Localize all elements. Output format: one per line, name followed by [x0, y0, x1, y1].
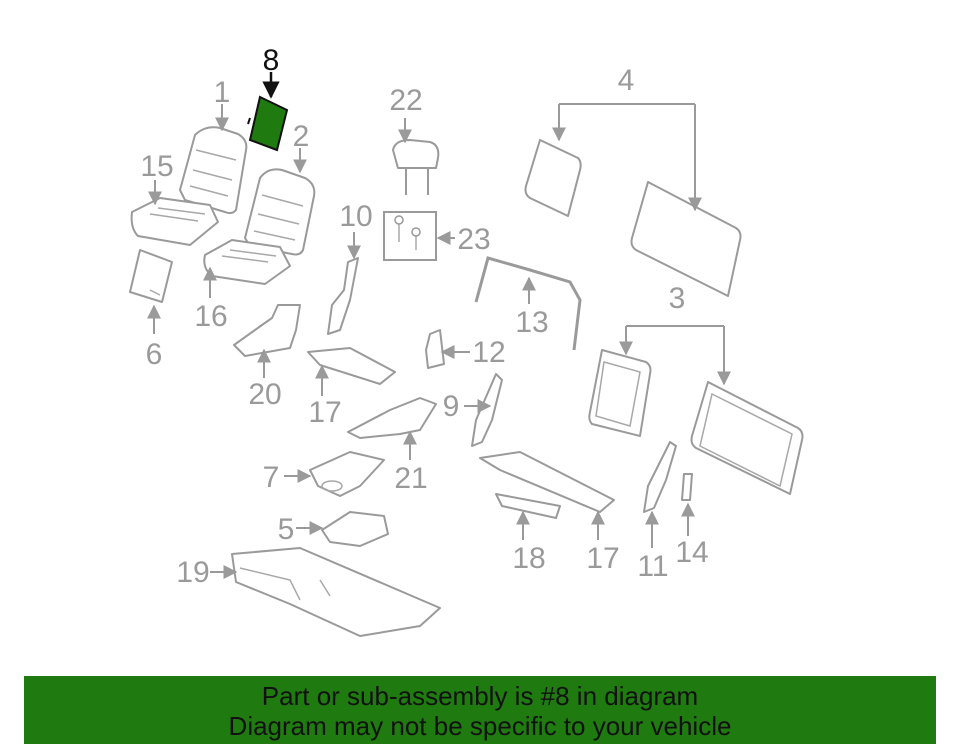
part-9-hinge[interactable] — [471, 373, 503, 447]
callout-22[interactable]: 22 — [389, 84, 422, 117]
part-8-panel[interactable] — [247, 95, 289, 152]
callout-9[interactable]: 9 — [443, 390, 460, 423]
callout-8[interactable]: 8 — [263, 44, 280, 77]
parts-diagram: 8 1 2 15 16 6 22 23 10 4 13 20 17 12 21 … — [129, 44, 804, 637]
info-banner: Part or sub-assembly is #8 in diagram Di… — [24, 676, 936, 744]
callout-4[interactable]: 4 — [618, 64, 635, 97]
part-7-cupholder[interactable] — [309, 451, 385, 497]
part-21-bracket[interactable] — [347, 397, 437, 439]
part-13-wire[interactable] — [474, 256, 582, 351]
part-22-headrest[interactable] — [392, 139, 440, 195]
part-17-rail-left[interactable] — [307, 347, 396, 385]
callout-23[interactable]: 23 — [457, 223, 490, 256]
leader-lines — [147, 72, 731, 579]
part-6-panel[interactable] — [129, 249, 173, 303]
callout-20[interactable]: 20 — [248, 378, 281, 411]
banner-line-2: Diagram may not be specific to your vehi… — [228, 711, 732, 741]
part-14-bracket[interactable] — [681, 473, 693, 501]
part-1-seat-back[interactable] — [179, 126, 248, 215]
part-15-cushion[interactable] — [130, 197, 219, 246]
callout-7[interactable]: 7 — [263, 461, 280, 494]
callout-17-right[interactable]: 17 — [586, 542, 619, 575]
callout-16[interactable]: 16 — [194, 300, 227, 333]
callout-18[interactable]: 18 — [512, 542, 545, 575]
part-17-rail-right[interactable] — [479, 451, 615, 513]
callout-5[interactable]: 5 — [278, 513, 295, 546]
part-18-trim[interactable] — [495, 493, 561, 519]
part-16-cushion[interactable] — [203, 239, 291, 285]
callout-15[interactable]: 15 — [140, 150, 173, 183]
callout-21[interactable]: 21 — [394, 462, 427, 495]
part-3-frames[interactable] — [588, 349, 804, 495]
part-5-tray[interactable] — [321, 511, 389, 547]
part-12-clip[interactable] — [425, 329, 445, 369]
callout-6[interactable]: 6 — [146, 338, 163, 371]
callout-12[interactable]: 12 — [472, 336, 505, 369]
part-4-back-panels[interactable] — [524, 139, 742, 297]
callout-1[interactable]: 1 — [214, 76, 231, 109]
callout-19[interactable]: 19 — [176, 556, 209, 589]
part-2-seat-back[interactable] — [244, 168, 316, 256]
part-23-bolts[interactable] — [383, 211, 437, 261]
part-19-floor-panel[interactable] — [231, 547, 441, 637]
part-20-bracket[interactable] — [233, 304, 301, 357]
part-10-hinge[interactable] — [327, 257, 359, 335]
callout-3[interactable]: 3 — [669, 282, 686, 315]
callout-11[interactable]: 11 — [637, 550, 668, 583]
banner-line-1: Part or sub-assembly is #8 in diagram — [261, 681, 699, 711]
callout-2[interactable]: 2 — [293, 120, 310, 153]
callout-13[interactable]: 13 — [515, 306, 548, 339]
callout-17-left[interactable]: 17 — [308, 396, 341, 429]
callout-10[interactable]: 10 — [339, 200, 372, 233]
callout-14[interactable]: 14 — [675, 536, 708, 569]
part-11-hinge[interactable] — [643, 441, 677, 513]
